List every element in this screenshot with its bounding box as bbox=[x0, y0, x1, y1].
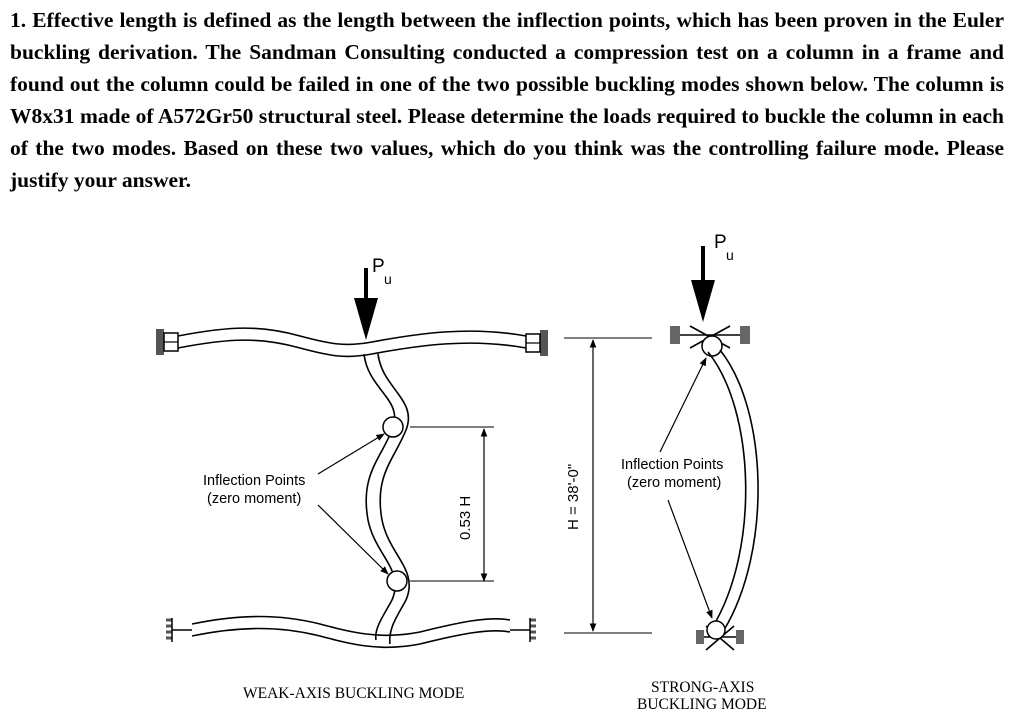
problem-statement: 1. Effective length is defined as the le… bbox=[10, 8, 1004, 192]
height-dimension-line bbox=[564, 337, 652, 634]
weak-dimension-label: 0.53 H bbox=[457, 496, 474, 540]
weak-bottom-left-support bbox=[166, 618, 192, 642]
strong-inflection-point-upper bbox=[701, 335, 723, 357]
weak-inflection-label-line1: Inflection Points bbox=[203, 473, 305, 489]
weak-bottom-beam bbox=[191, 615, 511, 649]
strong-caption-line1: STRONG-AXIS bbox=[651, 679, 754, 696]
weak-inflection-point-lower bbox=[386, 570, 408, 592]
strong-leader-upper bbox=[659, 357, 707, 453]
weak-top-left-support bbox=[156, 329, 179, 355]
strong-caption-line2: BUCKLING MODE bbox=[637, 696, 767, 713]
weak-caption: WEAK-AXIS BUCKLING MODE bbox=[243, 685, 464, 702]
strong-leader-lower bbox=[667, 499, 713, 619]
strong-inflection-label-line1: Inflection Points bbox=[621, 457, 723, 473]
weak-load-label: P bbox=[372, 256, 385, 277]
weak-inflection-label-line2: (zero moment) bbox=[207, 491, 301, 507]
weak-load-arrow bbox=[354, 268, 378, 340]
weak-column bbox=[363, 353, 411, 645]
weak-leader-upper bbox=[317, 433, 385, 475]
strong-load-arrow bbox=[691, 246, 715, 322]
weak-dimension-line bbox=[410, 426, 494, 582]
strong-load-label: P bbox=[714, 232, 727, 253]
weak-inflection-point-upper bbox=[382, 416, 404, 438]
weak-leader-lower bbox=[317, 504, 389, 575]
weak-bottom-right-support bbox=[510, 618, 536, 642]
weak-top-right-support bbox=[525, 330, 548, 356]
strong-inflection-label-line2: (zero moment) bbox=[627, 475, 721, 491]
strong-load-subscript: u bbox=[726, 247, 734, 263]
strong-inflection-point-lower bbox=[706, 620, 726, 640]
weak-load-subscript: u bbox=[384, 271, 392, 287]
height-dimension-label: H = 38'-0" bbox=[565, 464, 582, 530]
weak-top-beam bbox=[177, 327, 527, 358]
strong-column bbox=[707, 349, 759, 631]
